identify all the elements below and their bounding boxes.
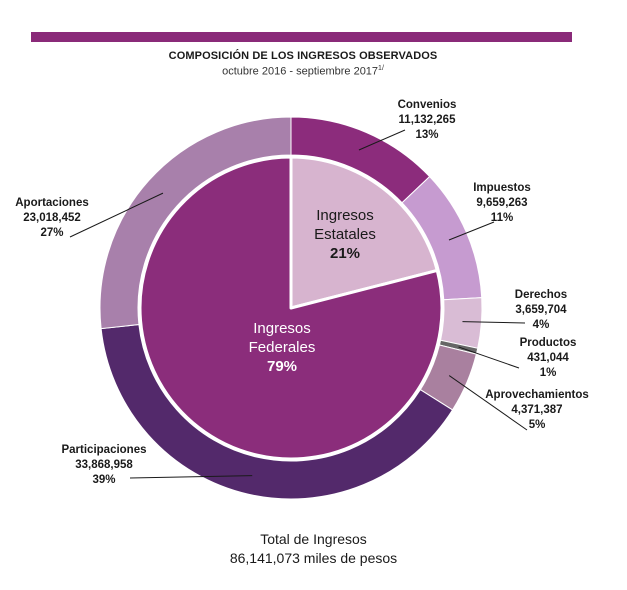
inner-pie — [138, 155, 444, 461]
leader-line-productos — [458, 346, 520, 369]
total-value: 86,141,073 miles de pesos — [229, 550, 398, 566]
outer-label-aprovechamientos-name: Aprovechamientos — [485, 389, 589, 401]
outer-label-participaciones: Participaciones 33,868,958 39% — [61, 443, 146, 488]
outer-label-impuestos-percent: 11% — [490, 212, 514, 224]
leader-line-participaciones — [129, 475, 253, 479]
ring-segment-derechos — [439, 297, 483, 349]
outer-label-convenios-value: 11,132,265 — [398, 114, 456, 126]
outer-label-impuestos-value: 9,659,263 — [476, 197, 528, 209]
leader-lines — [69, 129, 528, 479]
outer-label-participaciones-percent: 39% — [92, 474, 116, 486]
outer-ring — [99, 116, 483, 500]
total-label: Total de Ingresos — [260, 531, 367, 547]
outer-label-productos-name: Productos — [519, 337, 577, 349]
outer-label-derechos-value: 3,659,704 — [515, 304, 567, 316]
outer-label-derechos-name: Derechos — [514, 289, 568, 301]
outer-label-impuestos-name: Impuestos — [473, 182, 531, 194]
outer-label-aprovechamientos-value: 4,371,387 — [511, 404, 563, 416]
header-bar — [31, 32, 572, 42]
outer-label-participaciones-name: Participaciones — [61, 444, 147, 456]
outer-label-participaciones-value: 33,868,958 — [75, 459, 133, 471]
outer-label-aprovechamientos: Aprovechamientos 4,371,387 5% — [485, 388, 589, 433]
leader-line-convenios — [358, 129, 406, 151]
outer-label-derechos: Derechos 3,659,704 4% — [515, 288, 567, 333]
pie-slice-federales — [138, 155, 444, 461]
outer-label-aprovechamientos-percent: 5% — [528, 419, 546, 431]
outer-label-derechos-percent: 4% — [532, 319, 550, 331]
outer-label-impuestos: Impuestos 9,659,263 11% — [473, 181, 531, 226]
outer-label-convenios-percent: 13% — [415, 129, 439, 141]
outer-label-convenios-name: Convenios — [397, 99, 457, 111]
ring-segment-aportaciones — [99, 116, 292, 330]
chart-subtitle-note: 1/ — [378, 65, 384, 72]
outer-label-aportaciones: Aportaciones 23,018,452 27% — [15, 196, 89, 241]
outer-label-convenios: Convenios 11,132,265 13% — [398, 98, 457, 143]
pie-slice-estatales — [289, 155, 439, 310]
outer-label-aportaciones-value: 23,018,452 — [23, 212, 81, 224]
chart-subtitle-text: octubre 2016 - septiembre 2017 — [222, 65, 379, 78]
leader-line-impuestos — [448, 221, 495, 241]
chart-title: COMPOSICIÓN DE LOS INGRESOS OBSERVADOS — [168, 50, 438, 62]
outer-label-productos-percent: 1% — [539, 367, 557, 379]
outer-label-aportaciones-name: Aportaciones — [15, 197, 89, 209]
leader-line-aportaciones — [69, 192, 164, 238]
leader-line-derechos — [462, 321, 526, 324]
total-block: Total de Ingresos 86,141,073 miles de pe… — [0, 530, 627, 568]
leader-line-aprovechamientos — [448, 375, 528, 431]
chart-subtitle: octubre 2016 - septiembre 20171/ — [0, 65, 606, 78]
outer-label-aportaciones-percent: 27% — [40, 227, 64, 239]
outer-label-productos-value: 431,044 — [527, 352, 569, 364]
outer-label-productos: Productos 431,044 1% — [520, 336, 577, 381]
